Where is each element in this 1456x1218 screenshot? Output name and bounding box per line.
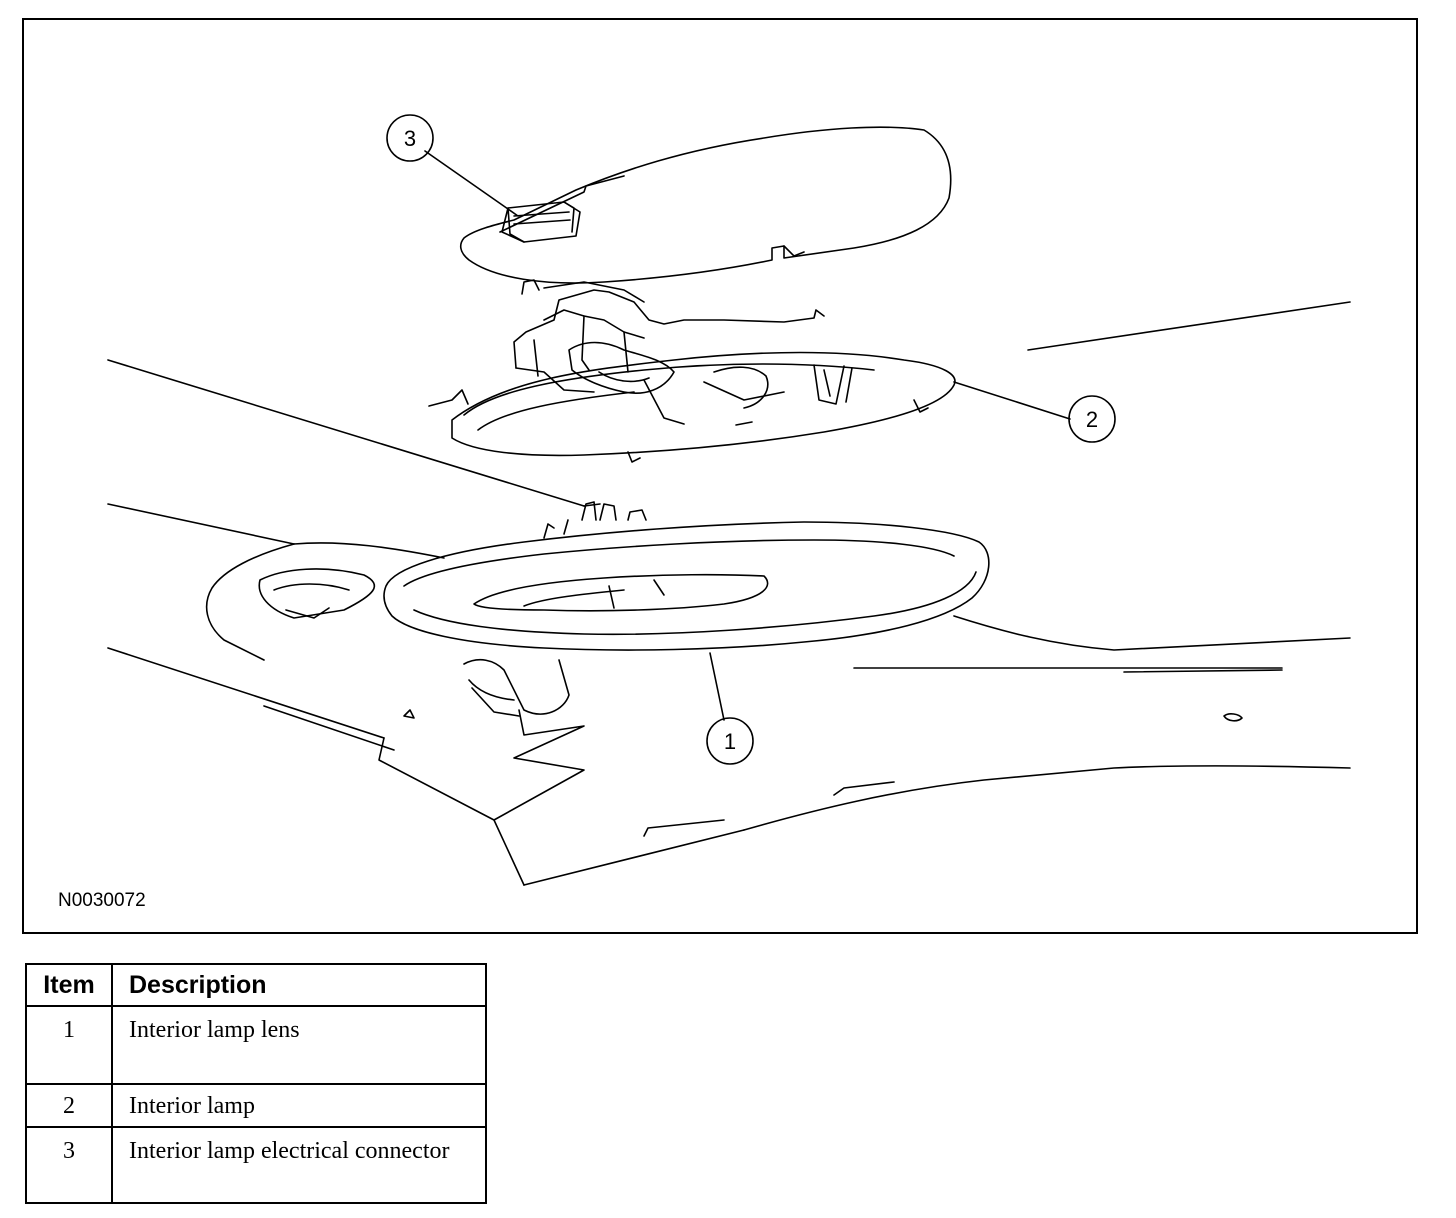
interior-lamp-lens: [383, 501, 990, 651]
exploded-view-drawing: 3 2 1 N0030072: [58, 114, 1351, 911]
legend-header-description: Description: [111, 963, 487, 1007]
callout-label-3: 3: [404, 126, 416, 151]
legend-item-number: 3: [25, 1126, 113, 1204]
callout-circle-2: [1068, 395, 1116, 443]
legend-row: 2 Interior lamp: [25, 1083, 487, 1128]
legend-item-description: Interior lamp lens: [111, 1005, 487, 1085]
legend-table: Item Description 1 Interior lamp lens 2 …: [25, 963, 487, 1204]
leader-lines: [424, 150, 1071, 721]
headliner-panel: [107, 301, 1351, 886]
diagram-figure: 3 2 1 N0030072: [22, 18, 1418, 934]
connector-cover-plate: [459, 126, 952, 284]
legend-header-item: Item: [25, 963, 113, 1007]
legend-item-number: 2: [25, 1083, 113, 1128]
callout-circle-1: [706, 717, 754, 765]
interior-lamp-housing: [428, 279, 956, 463]
figure-id-label: N0030072: [58, 890, 146, 911]
legend-item-description: Interior lamp electrical connector: [111, 1126, 487, 1204]
electrical-connector-part: [501, 201, 581, 243]
legend-item-number: 1: [25, 1005, 113, 1085]
legend-row: 1 Interior lamp lens: [25, 1005, 487, 1085]
callout-label-1: 1: [724, 729, 736, 754]
legend-header-row: Item Description: [25, 963, 487, 1007]
callout-label-2: 2: [1086, 407, 1098, 432]
legend-item-description: Interior lamp: [111, 1083, 487, 1128]
legend-row: 3 Interior lamp electrical connector: [25, 1126, 487, 1204]
callout-circle-3: [386, 114, 434, 162]
